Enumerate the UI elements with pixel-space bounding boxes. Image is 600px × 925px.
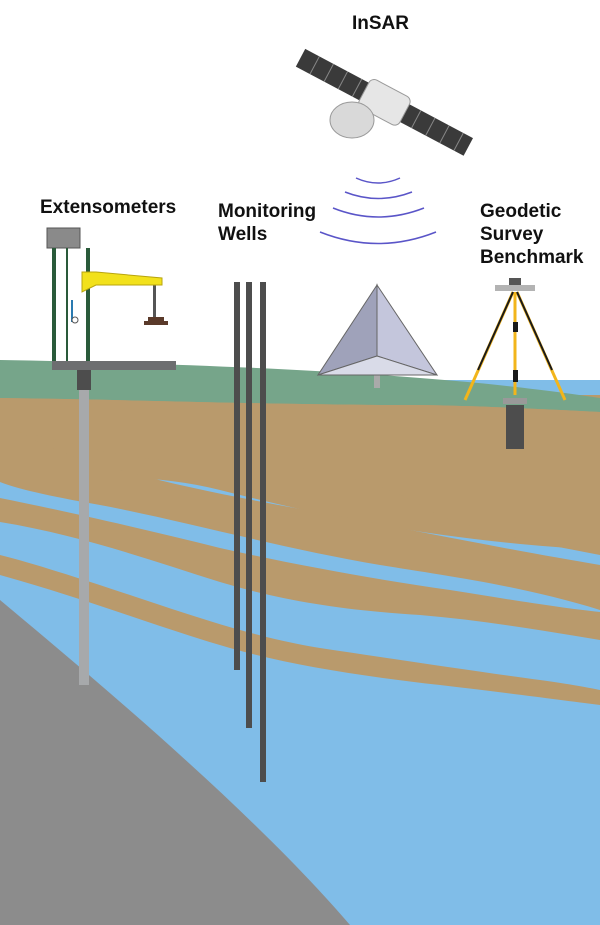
radar-wave-1 (355, 177, 401, 184)
extensometer-frame-right (86, 248, 90, 361)
satellite-panel-left (295, 48, 372, 102)
extensometer-weight (144, 321, 168, 325)
satellite-icon (295, 48, 473, 156)
radar-wave-4 (319, 231, 437, 245)
corner-reflector-icon (316, 283, 439, 388)
extensometer-pipe (79, 380, 89, 685)
well-casing-1 (234, 282, 240, 670)
radar-wave-3 (332, 207, 425, 218)
radar-wave-2 (344, 191, 413, 200)
extensometer-pulley (71, 316, 79, 324)
satellite-body (358, 79, 411, 126)
benchmark-monument (506, 405, 524, 449)
label-geodetic-survey-benchmark: Geodetic Survey Benchmark (480, 201, 584, 268)
well-icon (234, 282, 266, 782)
label-insar: InSAR (352, 13, 409, 34)
tripod-head (495, 285, 535, 291)
extensometer-lever-arm (81, 271, 163, 293)
radar-wave-icon (319, 177, 437, 245)
label-monitoring-wells: Monitoring Wells (218, 201, 317, 245)
reflector-post (374, 372, 380, 388)
reflector-face-bottom (317, 355, 438, 376)
well-casing-3 (260, 282, 266, 782)
tripod-icon (463, 278, 567, 449)
clay-lens-middle (0, 498, 600, 640)
extensometer-frame-left (52, 248, 56, 361)
ground-surface (0, 360, 600, 412)
extensometer-recorder-box (46, 227, 81, 249)
extensometer-stand (153, 285, 156, 325)
clay-top-edge (0, 398, 600, 430)
extensometer-platform (52, 361, 176, 370)
benchmark-cap (503, 398, 527, 404)
extensometer-weight-top (148, 317, 164, 321)
satellite-dish (329, 101, 375, 139)
extensometer-frame-mid (66, 248, 68, 361)
extensometer-collar (77, 370, 91, 390)
clay-layer-main (0, 395, 600, 610)
well-casing-2 (246, 282, 252, 728)
extensometer-icon (46, 227, 176, 685)
label-extensometers: Extensometers (40, 197, 177, 218)
clay-lens-lower (0, 555, 600, 705)
satellite-panel-right (397, 102, 473, 156)
